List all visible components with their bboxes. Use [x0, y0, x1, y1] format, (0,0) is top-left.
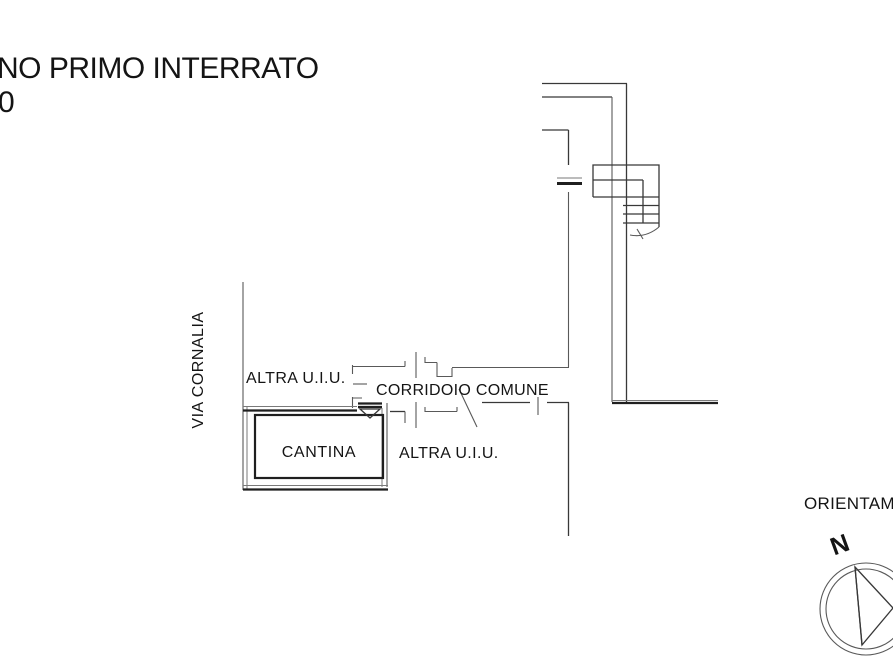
upper-right-walls: [542, 82, 718, 405]
wall-notch: [424, 357, 453, 378]
compass-outer-circle: [819, 562, 893, 656]
wall-segment: [424, 407, 458, 413]
cantina-room-outline: [253, 413, 385, 480]
plan-title: NO PRIMO INTERRATO: [0, 52, 319, 85]
room-label-corridor: CORRIDOIO COMUNE: [376, 382, 549, 399]
corridor-lower-wall: [390, 388, 570, 536]
cantina-block: [242, 282, 388, 491]
stair-break-line: [629, 226, 660, 237]
compass-rose: [819, 562, 893, 656]
plan-scale: 0: [0, 86, 15, 119]
cantina-door-symbol: [358, 408, 382, 419]
street-label: VIA CORNALIA: [190, 311, 207, 429]
corridor-upper-wall: [351, 352, 569, 408]
orientation-heading: ORIENTAM: [804, 494, 893, 513]
staircase: [592, 164, 660, 240]
door-leaf-diagonal: [458, 388, 478, 428]
stair-outline: [592, 164, 660, 227]
stair-break-tick: [636, 228, 644, 240]
room-label-altra-uiu-lower: ALTRA U.I.U.: [399, 445, 499, 462]
compass-inner-circle: [825, 568, 893, 650]
room-label-altra-uiu-upper: ALTRA U.I.U.: [246, 370, 346, 387]
compass-needle-axis: [854, 566, 863, 646]
room-label-cantina: CANTINA: [281, 444, 357, 461]
